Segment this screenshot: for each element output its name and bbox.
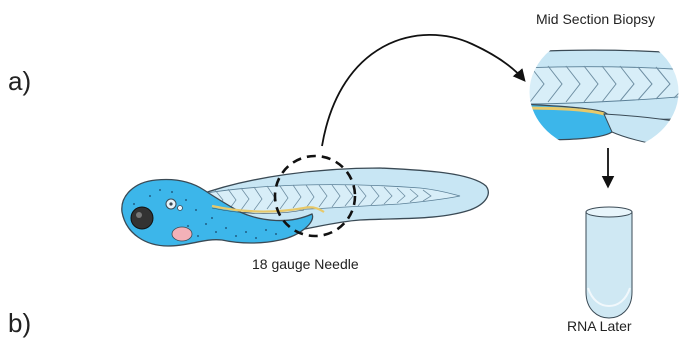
rna-later-tube: [586, 207, 632, 318]
curved-arrow-icon: [322, 35, 524, 146]
larva-heart: [172, 227, 192, 241]
zebrafish-larva: [122, 168, 488, 246]
biopsy-label: Mid Section Biopsy: [536, 11, 655, 27]
larva-eye: [131, 207, 153, 229]
rna-later-label: RNA Later: [567, 318, 632, 334]
needle-label: 18 gauge Needle: [252, 256, 359, 272]
